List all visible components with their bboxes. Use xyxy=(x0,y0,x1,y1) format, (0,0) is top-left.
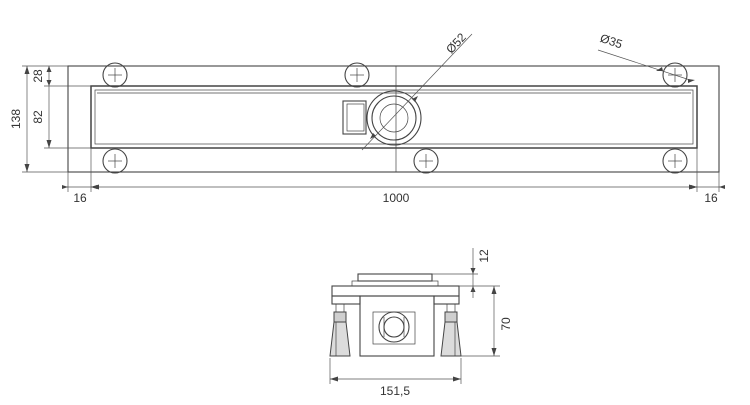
channel-body xyxy=(359,295,435,357)
side-height-label: 70 xyxy=(499,317,513,331)
outlet-diameter-label: Ø52 xyxy=(443,30,469,56)
side-outlet-pipe xyxy=(372,311,416,345)
right-bracket xyxy=(433,295,460,305)
drain-channel-outline xyxy=(90,85,698,149)
total-length-label: 1000 xyxy=(383,191,410,205)
left-offset-dimension: 16 xyxy=(62,185,97,205)
screw-hole-top-left xyxy=(102,62,128,88)
height-dimensions: 138 28 82 xyxy=(9,65,91,173)
screw-hole-bottom-left xyxy=(102,148,128,174)
grate-height-label: 12 xyxy=(477,249,491,263)
right-adjustable-leg xyxy=(440,303,462,357)
side-width-dimension: 151,5 xyxy=(329,358,462,398)
total-height-label: 138 xyxy=(9,109,23,129)
right-offset-dimension: 16 xyxy=(691,185,725,205)
grate-top xyxy=(357,273,433,282)
channel-height-label: 82 xyxy=(31,110,45,124)
side-width-label: 151,5 xyxy=(380,384,410,398)
left-offset-label: 16 xyxy=(73,191,87,205)
mounting-plate-outline xyxy=(67,65,720,173)
screw-hole-diameter-callout: Ø35 xyxy=(597,31,695,83)
screw-hole-top-middle xyxy=(344,62,370,88)
channel-flange xyxy=(331,285,460,297)
right-offset-label: 16 xyxy=(704,191,718,205)
outlet-sump-box xyxy=(342,100,367,135)
length-dimension: 1000 xyxy=(67,148,720,205)
outlet-sump-inner xyxy=(346,103,365,132)
screw-hole-bottom-middle xyxy=(413,148,439,174)
left-adjustable-leg xyxy=(329,303,351,357)
screw-hole-diameter-label: Ø35 xyxy=(598,31,624,51)
left-bracket xyxy=(331,295,361,305)
side-height-dimensions: 12 70 xyxy=(432,248,513,357)
screw-hole-bottom-right xyxy=(662,148,688,174)
top-view: Ø52 Ø35 1000 16 xyxy=(9,30,725,205)
top-margin-label: 28 xyxy=(31,69,45,83)
outlet-pipe xyxy=(366,90,422,146)
side-view: 151,5 12 70 xyxy=(329,248,513,398)
drain-channel-inner-edge xyxy=(94,89,694,145)
grate-frame xyxy=(351,280,439,287)
